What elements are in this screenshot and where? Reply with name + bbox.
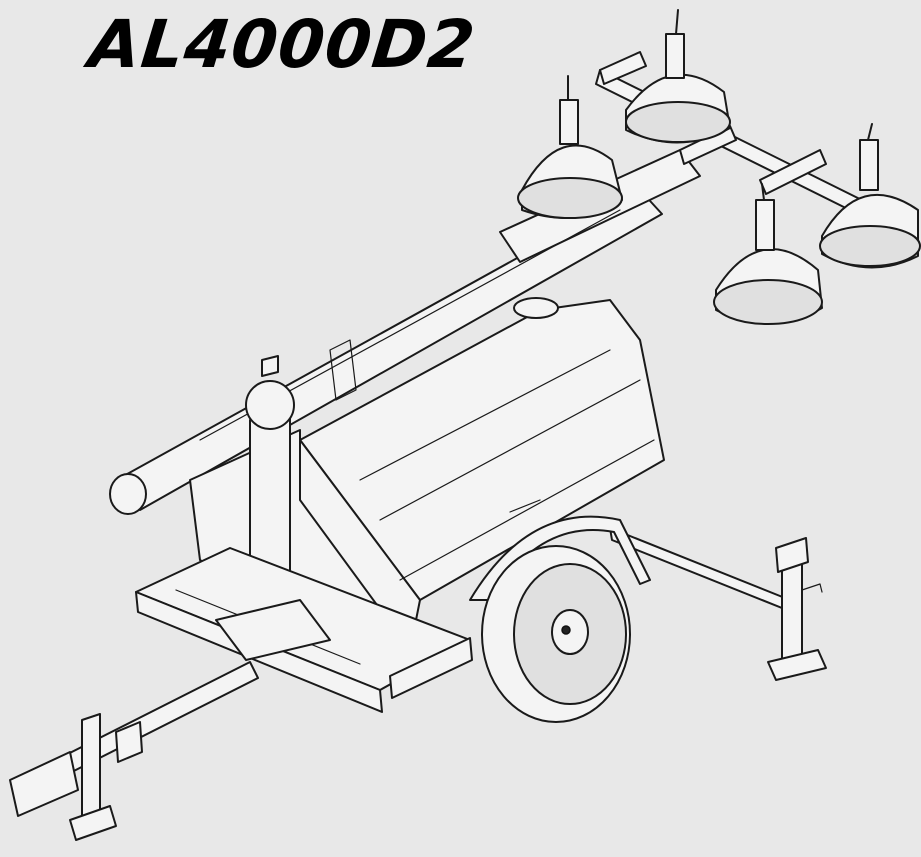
tow-bar xyxy=(9,661,259,841)
lamp-3 xyxy=(713,183,823,325)
lamp-4 xyxy=(819,123,921,269)
wheel xyxy=(481,545,631,723)
chassis-frame xyxy=(135,547,473,713)
right-outrigger xyxy=(609,527,827,681)
lamp-2 xyxy=(625,9,731,144)
lamp-1 xyxy=(517,75,623,219)
